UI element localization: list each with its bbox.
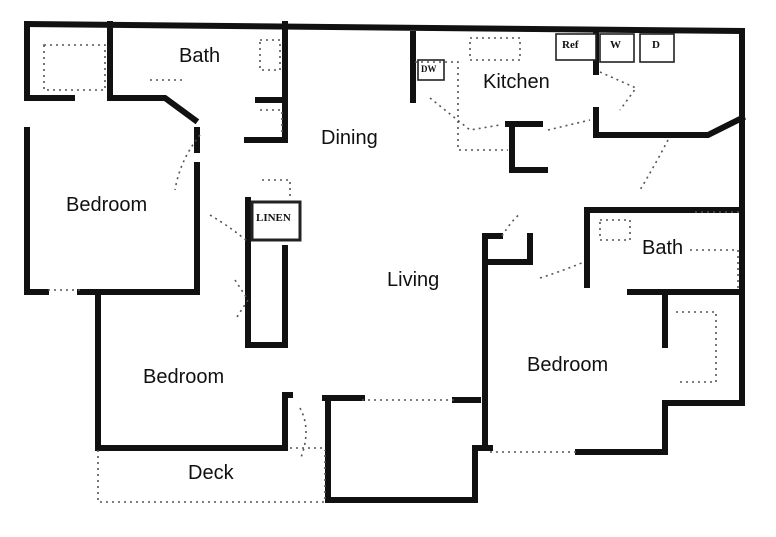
- refrigerator-label: Ref: [562, 39, 579, 51]
- room-label-dining: Dining: [321, 127, 378, 149]
- kitchen-fixtures: [415, 33, 675, 151]
- closets: [234, 179, 740, 383]
- dishwasher-label: DW: [421, 64, 437, 74]
- room-label-bedroom-right: Bedroom: [527, 354, 609, 376]
- room-label-living: Living: [387, 269, 440, 291]
- room-label-bath-right: Bath: [642, 237, 684, 259]
- dryer-label: D: [652, 39, 660, 51]
- interior-walls: [24, 21, 747, 451]
- door-swings: [174, 134, 669, 461]
- room-label-deck: Deck: [188, 462, 234, 484]
- linen-closet-label: LINEN: [256, 212, 291, 224]
- room-label-bedroom-bottom-left: Bedroom: [143, 366, 225, 388]
- room-label-bath-top: Bath: [179, 45, 221, 67]
- room-label-kitchen: Kitchen: [483, 71, 550, 93]
- bathroom-fixtures: [43, 39, 739, 290]
- washer-label: W: [610, 39, 621, 51]
- deck-outline: [97, 447, 326, 503]
- room-label-bedroom-left: Bedroom: [66, 194, 148, 216]
- exterior-dashes: [48, 289, 578, 453]
